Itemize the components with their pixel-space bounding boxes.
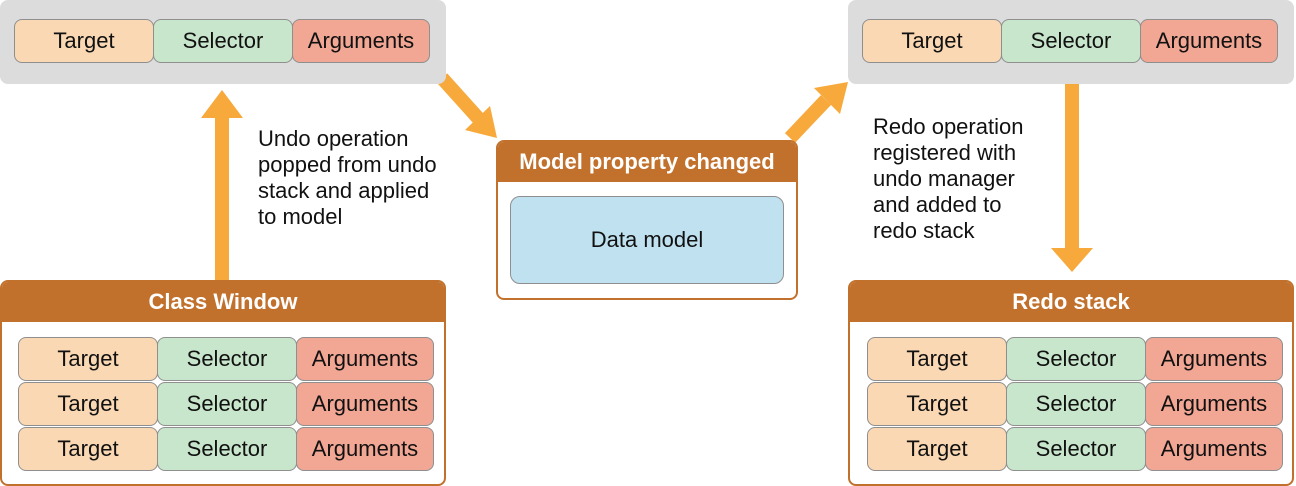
data-model: Data model — [510, 196, 784, 284]
target-cell: Target — [867, 427, 1007, 471]
target-cell: Target — [18, 427, 158, 471]
arguments-cell: Arguments — [1145, 427, 1283, 471]
redo-note: Redo operation registered with undo mana… — [873, 114, 1024, 243]
selector-cell: Selector — [1001, 19, 1141, 63]
target-cell: Target — [867, 382, 1007, 426]
target-cell: Target — [867, 337, 1007, 381]
arguments-cell: Arguments — [296, 382, 434, 426]
undo-note: Undo operation popped from undo stack an… — [258, 126, 437, 229]
arrow-up-from-model — [784, 82, 848, 143]
arguments-cell: Arguments — [1145, 382, 1283, 426]
redo-stack: Redo stack Target Selector Arguments Tar… — [848, 280, 1294, 486]
selector-cell: Selector — [153, 19, 293, 63]
class-window-stack: Class Window Target Selector Arguments T… — [0, 280, 446, 486]
model-property-changed-box: Model property changed Data model — [496, 140, 798, 300]
arguments-cell: Arguments — [296, 337, 434, 381]
arguments-cell: Arguments — [1140, 19, 1278, 63]
selector-cell: Selector — [157, 382, 297, 426]
top-left-record-panel: Target Selector Arguments — [0, 0, 446, 84]
selector-cell: Selector — [157, 337, 297, 381]
selector-cell: Selector — [1006, 337, 1146, 381]
arguments-cell: Arguments — [296, 427, 434, 471]
selector-cell: Selector — [1006, 382, 1146, 426]
model-box-title: Model property changed — [498, 142, 796, 182]
target-cell: Target — [18, 382, 158, 426]
redo-stack-title: Redo stack — [850, 282, 1292, 322]
selector-cell: Selector — [157, 427, 297, 471]
selector-cell: Selector — [1006, 427, 1146, 471]
arrow-down-to-model — [436, 73, 497, 138]
top-right-record-panel: Target Selector Arguments — [848, 0, 1294, 84]
arrow-up-left — [201, 90, 243, 280]
target-cell: Target — [14, 19, 154, 63]
arguments-cell: Arguments — [292, 19, 430, 63]
target-cell: Target — [862, 19, 1002, 63]
arrow-down-right — [1051, 84, 1093, 272]
arguments-cell: Arguments — [1145, 337, 1283, 381]
class-window-title: Class Window — [2, 282, 444, 322]
target-cell: Target — [18, 337, 158, 381]
